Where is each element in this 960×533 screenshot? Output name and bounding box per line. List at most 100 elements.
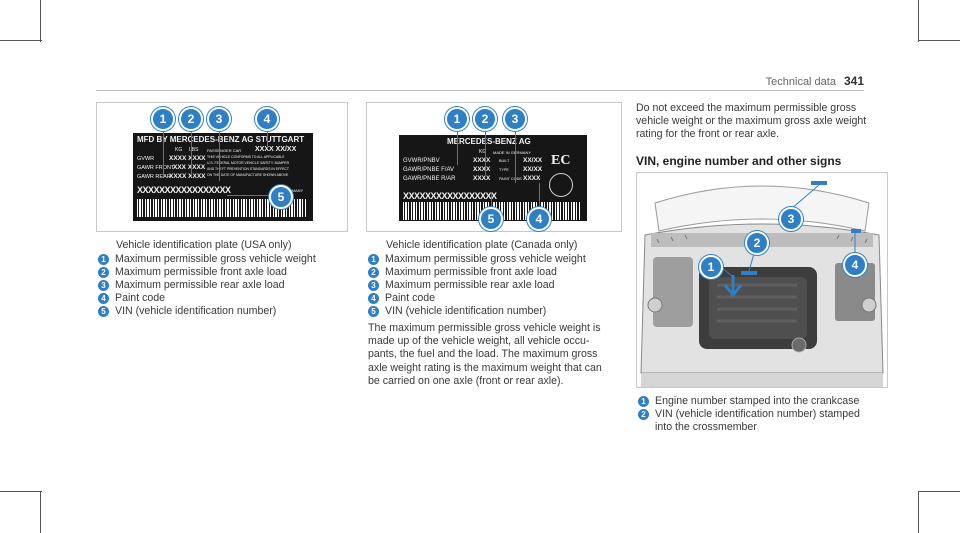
plate-model-code: XXXX XX/XX [255, 146, 297, 153]
plate-row-extra-value: XX/XX [523, 166, 543, 173]
callout-leader [227, 195, 275, 196]
section-title: Technical data [765, 76, 836, 88]
plate-country: GERMANY [283, 188, 304, 193]
list-item: 3 Maximum permissible rear axle load [98, 279, 316, 292]
plate-row-value: XXXX XXXX [169, 173, 206, 180]
paragraph-line: Do not exceed the maximum permissible gr… [636, 102, 857, 114]
canada-plate-figure: MERCEDES-BENZ AG KG MADE IN GERMANY GVWR… [366, 102, 622, 232]
plate-row-label: GAWR REAR [137, 174, 171, 180]
plate-conformity: THIS VEHICLE CONFORMS TO ALL APPLICABLE [207, 155, 285, 159]
plate-vin: XXXXXXXXXXXXXXXXX [403, 191, 497, 201]
callout-1: 1 [151, 107, 175, 131]
plate-lbs-label: LBS [189, 147, 199, 153]
legend-text: Maximum permissible gross vehicle weight [115, 253, 316, 265]
legend-number: 2 [98, 267, 109, 279]
plate-title: MFD BY MERCEDES-BENZ AG STUTTGART [137, 135, 305, 144]
callout-4: 4 [255, 107, 279, 131]
callout-leader [267, 125, 268, 149]
callout-5: 5 [479, 207, 503, 231]
header-rule [96, 90, 864, 91]
engine-bay-figure: 3 2 1 4 [636, 172, 888, 388]
legend-number: 4 [98, 293, 109, 305]
legend-number: 1 [638, 396, 649, 407]
plate-conformity: AND THEFT PREVENTION STANDARDS IN EFFECT [207, 167, 289, 171]
callout-leader [163, 125, 164, 177]
legend-number: 5 [368, 306, 379, 318]
plate-row-value: XXXX [473, 166, 491, 173]
plate-conformity: U.S. FEDERAL MOTOR VEHICLE SAFETY, BUMPE… [207, 161, 290, 165]
legend-text: Maximum permissible gross vehicle weight [385, 253, 586, 265]
legend-number: 4 [368, 293, 379, 305]
usa-figure-caption: Vehicle identification plate (USA only) [116, 239, 292, 251]
usa-id-plate: MFD BY MERCEDES-BENZ AG STUTTGART KG LBS… [133, 133, 313, 221]
plate-made-in: MADE IN GERMANY [493, 150, 532, 155]
section-heading: VIN, engine number and other signs [636, 154, 842, 168]
legend-number: 2 [638, 409, 649, 421]
plate-row-extra-label: PAINT CODE [499, 177, 522, 181]
plate-row-label: GAWR/PNBE F/AV [403, 167, 455, 173]
paragraph-line: pants, the fuel and the load. The maximu… [368, 348, 598, 361]
plate-passenger-car: PASSENGER CAR [207, 148, 242, 153]
plate-row-value: XXXX [473, 175, 491, 182]
legend-number: 1 [98, 254, 109, 265]
crop-mark [918, 0, 919, 42]
warning-paragraph: Do not exceed the maximum permissible gr… [636, 102, 866, 142]
paragraph-line: The maximum permissible gross vehicle we… [368, 322, 601, 334]
legend-number: 2 [368, 267, 379, 279]
crop-mark [0, 40, 42, 41]
legend-text: Maximum permissible front axle load [385, 266, 557, 279]
plate-row-extra-label: TYPE [499, 168, 509, 172]
callout-3: 3 [207, 107, 231, 131]
legend-number: 1 [368, 254, 379, 265]
plate-row-value: XXXX [473, 157, 491, 164]
callout-3: 3 [779, 207, 803, 231]
plate-barcode [137, 199, 307, 217]
legend-line: into the crossmember [655, 421, 757, 434]
legend-number: 5 [98, 306, 109, 318]
legend-text: Maximum permissible rear axle load [385, 279, 555, 292]
plate-row-extra-value: XX/XX [523, 157, 543, 164]
plate-row-value: XXXX XXXX [169, 155, 206, 162]
crop-mark [40, 0, 41, 42]
plate-ec-mark: EC [551, 153, 571, 168]
paragraph-line: made up of the vehicle weight, all vehic… [368, 335, 590, 348]
crop-mark [918, 491, 919, 533]
legend-text: Maximum permissible front axle load [115, 266, 287, 279]
callout-2: 2 [745, 231, 769, 255]
plate-row-label: GAWR/PNBE R/AR [403, 176, 456, 182]
crop-mark [918, 491, 960, 492]
callout-1: 1 [699, 255, 723, 279]
list-item: 1 Maximum permissible gross vehicle weigh… [98, 253, 316, 266]
plate-row-label: GVWR [137, 156, 155, 162]
plate-row-label: GAWR FRONT [137, 165, 175, 171]
legend-number: 3 [98, 280, 109, 292]
plate-conformity: ON THE DATE OF MANUFACTURE SHOWN ABOVE [207, 173, 289, 177]
legend-line: VIN (vehicle identification number) stam… [655, 408, 860, 421]
callout-leader [485, 125, 486, 175]
list-item: 2 VIN (vehicle identification number) sta… [638, 408, 860, 434]
page-number: 341 [843, 74, 864, 88]
callout-3: 3 [503, 107, 527, 131]
callout-2: 2 [473, 107, 497, 131]
canada-figure-caption: Vehicle identification plate (Canada onl… [386, 239, 578, 251]
callout-2: 2 [179, 107, 203, 131]
canada-legend-list: 1 Maximum permissible gross vehicle weigh… [368, 253, 586, 318]
engine-bay-illustration [637, 173, 887, 387]
crop-mark [40, 491, 41, 533]
crop-mark [918, 40, 960, 41]
legend-text: Maximum permissible rear axle load [115, 279, 285, 292]
legend-text: VIN (vehicle identification number) [385, 305, 547, 318]
callout-leader [491, 193, 492, 207]
list-item: 1 Maximum permissible gross vehicle weigh… [368, 253, 586, 266]
certification-seal-icon [549, 173, 573, 197]
usa-plate-figure: MFD BY MERCEDES-BENZ AG STUTTGART KG LBS… [96, 102, 348, 232]
legend-text: Paint code [115, 292, 166, 305]
legend-text: VIN (vehicle identification number) stam… [655, 408, 860, 434]
plate-kg-label: KG [175, 147, 183, 153]
plate-row-value: XXX XXXX [173, 164, 206, 171]
callout-leader [539, 183, 540, 209]
